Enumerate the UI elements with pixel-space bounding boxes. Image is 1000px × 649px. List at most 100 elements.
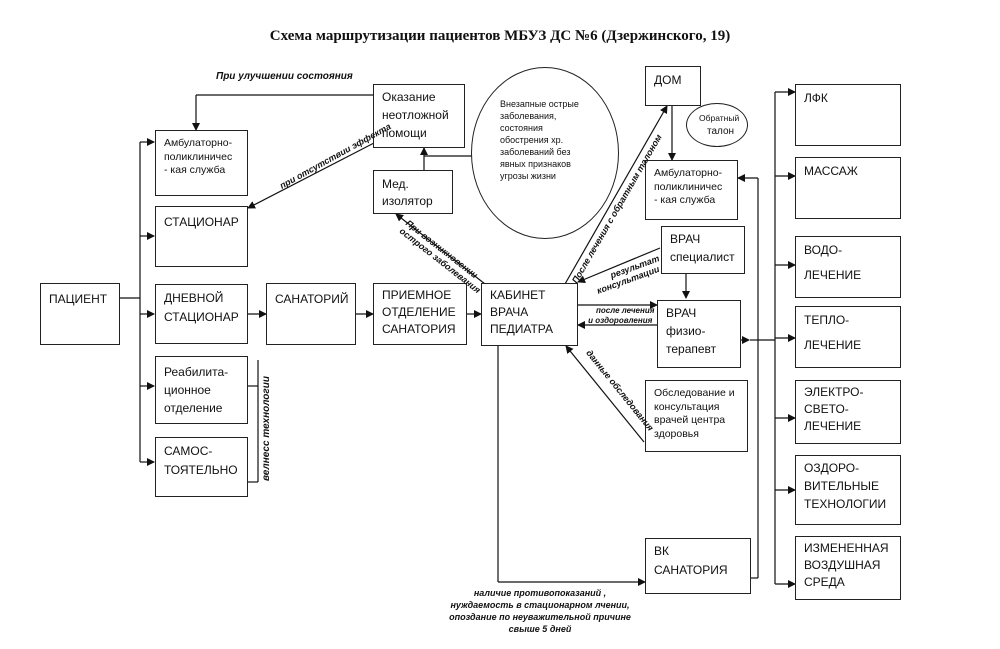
contra-line: нуждаемость в стационарном лчении, (450, 600, 630, 610)
day-hospital-line: ДНЕВНОЙ (164, 291, 224, 305)
self-line: САМОС- (164, 444, 213, 458)
home-line: ДОМ (654, 73, 682, 87)
air-line: СРЕДА (804, 575, 845, 589)
hospital-box: СТАЦИОНАР (155, 206, 248, 267)
emergency-line: неотложной (382, 108, 449, 122)
acute-conditions-ellipse: Внезапные острые заболевания, состояния … (471, 67, 619, 239)
ellipse-line: заболевания, (500, 111, 557, 121)
ambulatory-right-line: Амбулаторно- (654, 167, 723, 179)
label-after-recovery-line: после лечения (596, 306, 655, 315)
return-ticket-line: талон (707, 126, 735, 137)
contraindications-note: наличие противопоказаний , нуждаемость в… (420, 587, 660, 635)
electro-line: ЭЛЕКТРО- (804, 385, 864, 399)
reception-box: ПРИЕМНОЕ ОТДЕЛЕНИЕ САНАТОРИЯ (373, 283, 467, 345)
physio-line: терапевт (666, 342, 717, 356)
label-improved-line: При улучшении состояния (216, 71, 353, 82)
air-line: ВОЗДУШНАЯ (804, 558, 881, 572)
pediatrician-line: ВРАЧА (490, 305, 529, 319)
electro-line: ЛЕЧЕНИЕ (804, 419, 862, 433)
specialist-box: ВРАЧ специалист (661, 226, 745, 274)
electro-box: ЭЛЕКТРО- СВЕТО- ЛЕЧЕНИЕ (795, 380, 901, 444)
contra-line: свыше 5 дней (508, 624, 572, 634)
label-improved: При улучшении состояния (216, 72, 353, 82)
specialist-line: специалист (670, 250, 735, 264)
lfk-line: ЛФК (804, 91, 828, 105)
label-after-recovery: после лечения и оздоровления (586, 306, 654, 326)
rehab-line: ционное (164, 383, 211, 397)
isolator-line: изолятор (382, 194, 433, 208)
ambulatory-left-line: Амбулаторно- (164, 137, 233, 149)
ellipse-line: обострения хр. (500, 135, 564, 145)
heat-line: ЛЕЧЕНИЕ (804, 338, 862, 352)
rehab-line: отделение (164, 401, 223, 415)
vk-line: САНАТОРИЯ (654, 563, 728, 577)
specialist-line: ВРАЧ (670, 232, 701, 246)
water-line: ВОДО- (804, 243, 843, 257)
ellipse-line: состояния (500, 123, 543, 133)
day-hospital-box: ДНЕВНОЙ СТАЦИОНАР (155, 284, 248, 344)
contra-line: опоздание по неуважительной причине (449, 612, 631, 622)
ellipse-line: заболеваний без (500, 147, 571, 157)
hospital-line: СТАЦИОНАР (164, 215, 239, 229)
sanatorium-line: САНАТОРИЙ (275, 292, 349, 306)
vk-line: ВК (654, 544, 669, 558)
heat-line: ТЕПЛО- (804, 313, 850, 327)
ambulatory-right-box: Амбулаторно- поликлиничес - кая служба (645, 160, 738, 220)
label-after-recovery-line: и оздоровления (588, 316, 653, 325)
health-center-line: Обследование и (654, 387, 735, 399)
health-center-box: Обследование и консультация врачей центр… (645, 380, 748, 452)
lfk-box: ЛФК (795, 84, 901, 146)
patient-line: ПАЦИЕНТ (49, 292, 108, 306)
contra-line: наличие противопоказаний , (473, 588, 607, 598)
water-line: ЛЕЧЕНИЕ (804, 268, 862, 282)
ambulatory-left-box: Амбулаторно- поликлиничес - кая служба (155, 130, 248, 196)
electro-line: СВЕТО- (804, 402, 849, 416)
pediatrician-box: КАБИНЕТ ВРАЧА ПЕДИАТРА (481, 283, 578, 346)
wellness-box: ОЗДОРО- ВИТЕЛЬНЫЕ ТЕХНОЛОГИИ (795, 455, 901, 525)
label-wellness-tech-line: велнесс технологии (261, 376, 272, 481)
ellipse-line: явных признаков (500, 159, 571, 169)
return-ticket-ellipse: Обратный талон (686, 103, 748, 147)
return-ticket-line: Обратный (699, 113, 740, 123)
ellipse-line: угрозы жизни (500, 171, 556, 181)
air-box: ИЗМЕНЕННАЯ ВОЗДУШНАЯ СРЕДА (795, 536, 901, 600)
air-line: ИЗМЕНЕННАЯ (804, 541, 889, 555)
water-box: ВОДО- ЛЕЧЕНИЕ (795, 236, 901, 298)
day-hospital-line: СТАЦИОНАР (164, 310, 239, 324)
diagram-title: Схема маршрутизации пациентов МБУЗ ДС №6… (269, 28, 731, 44)
health-center-line: консультация (654, 400, 720, 413)
physio-box: ВРАЧ физио- терапевт (657, 300, 741, 368)
patient-box: ПАЦИЕНТ (40, 283, 120, 345)
pediatrician-line: КАБИНЕТ (490, 288, 546, 302)
label-wellness-tech: велнесс технологии (261, 376, 272, 481)
home-box: ДОМ (645, 66, 701, 106)
self-box: САМОС- ТОЯТЕЛЬНО (155, 437, 248, 497)
physio-line: физио- (666, 324, 706, 338)
ambulatory-right-line: - кая служба (654, 194, 716, 206)
ellipse-line: Внезапные острые (500, 99, 579, 109)
wellness-line: ТЕХНОЛОГИИ (804, 497, 887, 511)
health-center-line: врачей центра (654, 414, 726, 426)
sanatorium-box: САНАТОРИЙ (266, 283, 356, 345)
massage-box: МАССАЖ (795, 157, 901, 219)
vk-box: ВК САНАТОРИЯ (645, 538, 751, 594)
isolator-box: Мед. изолятор (373, 170, 453, 214)
reception-line: САНАТОРИЯ (382, 322, 456, 336)
ambulatory-left-line: поликлиничес (164, 150, 233, 163)
physio-line: ВРАЧ (666, 306, 697, 320)
rehab-box: Реабилита- ционное отделение (155, 356, 248, 424)
emergency-line: Оказание (382, 90, 436, 104)
reception-line: ПРИЕМНОЕ (382, 288, 452, 302)
health-center-line: здоровья (654, 427, 699, 440)
rehab-line: Реабилита- (164, 365, 229, 379)
pediatrician-line: ПЕДИАТРА (490, 322, 553, 336)
isolator-line: Мед. (382, 177, 409, 191)
reception-line: ОТДЕЛЕНИЕ (382, 305, 456, 319)
wellness-line: ОЗДОРО- (804, 461, 860, 475)
ambulatory-right-line: поликлиничес (654, 180, 723, 193)
massage-line: МАССАЖ (804, 164, 858, 178)
emergency-box: Оказание неотложной помощи (373, 84, 465, 148)
heat-box: ТЕПЛО- ЛЕЧЕНИЕ (795, 306, 901, 368)
ambulatory-left-line: - кая служба (164, 164, 226, 176)
